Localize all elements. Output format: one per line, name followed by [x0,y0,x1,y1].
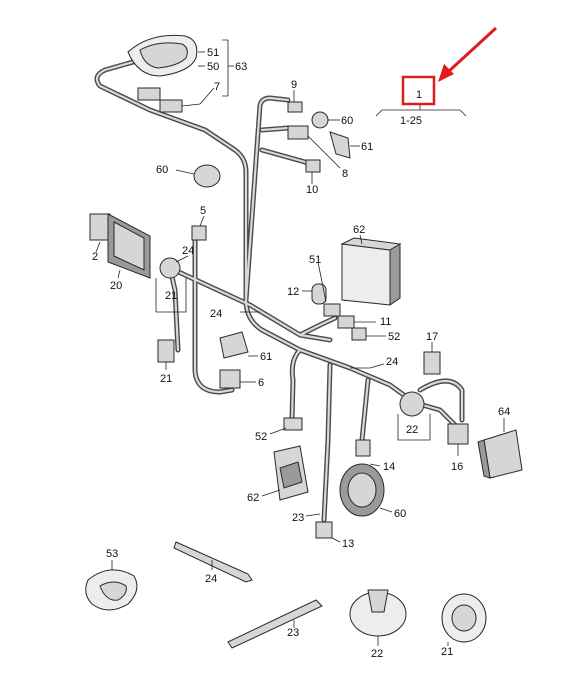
callout-20: 20 [110,280,122,292]
callout-62-top: 62 [353,224,365,236]
connector-21b [157,339,175,363]
callout-52-low: 52 [255,431,267,443]
callout-labels: 51 50 63 7 9 60 61 8 10 60 1 1-25 5 62 2… [92,47,510,660]
callout-8: 8 [342,168,348,180]
mirror-assembly [127,34,198,77]
switch-61b [219,331,249,359]
leader-lines [95,39,505,646]
callout-51-mid: 51 [309,254,321,266]
callout-1-25: 1-25 [400,115,422,127]
wiring-harness [94,57,465,523]
callout-24-d: 24 [205,573,217,585]
connector-14 [355,439,371,457]
callout-14: 14 [383,461,395,473]
connector-8 [287,125,309,140]
callout-6: 6 [258,377,264,389]
connector-51b [323,303,341,317]
door-connector-20 [107,213,151,279]
connector-13 [315,521,333,539]
connector-6 [219,369,241,389]
connector-11 [337,315,355,329]
callout-23-b: 23 [287,627,299,639]
grommet-22b [349,589,407,637]
highlight-box [401,75,436,106]
callout-21-a: 21 [165,290,177,302]
connector-10 [305,159,321,173]
connector-52b [283,417,303,431]
module-62a [340,237,402,306]
grommet-21a [159,257,181,279]
callout-1: 1 [416,89,422,101]
callout-62-low: 62 [247,492,259,504]
relay-12 [311,283,327,305]
callout-7: 7 [214,81,220,93]
lock-unit-64 [477,429,523,479]
bracket-61a [329,131,351,159]
callout-60-left: 60 [156,164,168,176]
callout-5: 5 [200,205,206,217]
callout-11: 11 [380,316,391,328]
callout-21-c: 21 [441,646,453,658]
callout-10: 10 [306,184,318,196]
callout-17: 17 [426,331,438,343]
cable-tie-24 [173,541,253,583]
callout-63: 63 [235,61,247,73]
callout-64: 64 [498,406,510,418]
grommet-22a [399,391,425,417]
clip-53 [85,569,138,611]
callout-22-a: 22 [406,424,418,436]
connector-5 [191,225,207,241]
callout-2: 2 [92,251,98,263]
motor-62b [273,445,309,501]
cable-tie-23 [227,599,323,649]
callout-50: 50 [207,61,219,73]
callout-53: 53 [106,548,118,560]
red-arrow-icon [438,26,498,82]
grommet-60b [193,164,221,188]
callout-52-mid: 52 [388,331,400,343]
callout-22-b: 22 [371,648,383,660]
callout-13: 13 [342,538,354,550]
connector-17 [423,351,441,375]
callout-23-a: 23 [292,512,304,524]
callout-24-c: 24 [386,356,398,368]
callout-24-b: 24 [210,308,222,320]
grommet-60a [311,111,329,129]
callout-61-mid: 61 [260,351,272,363]
connector-16 [447,423,469,445]
callout-16: 16 [451,461,463,473]
grommet-21c [441,593,487,643]
callout-51: 51 [207,47,219,59]
callout-61-top: 61 [361,141,373,153]
callout-60-top: 60 [341,115,353,127]
connector-52a [351,327,367,341]
connector-7a [137,87,161,101]
callout-60-low: 60 [394,508,406,520]
connector-7b [159,99,183,113]
callout-9: 9 [291,79,297,91]
speaker-60c [339,463,385,517]
callout-24-a: 24 [182,245,194,257]
connector-9 [287,101,303,113]
callout-21-b: 21 [160,373,172,385]
callout-12: 12 [287,286,299,298]
connector-2 [89,213,111,241]
